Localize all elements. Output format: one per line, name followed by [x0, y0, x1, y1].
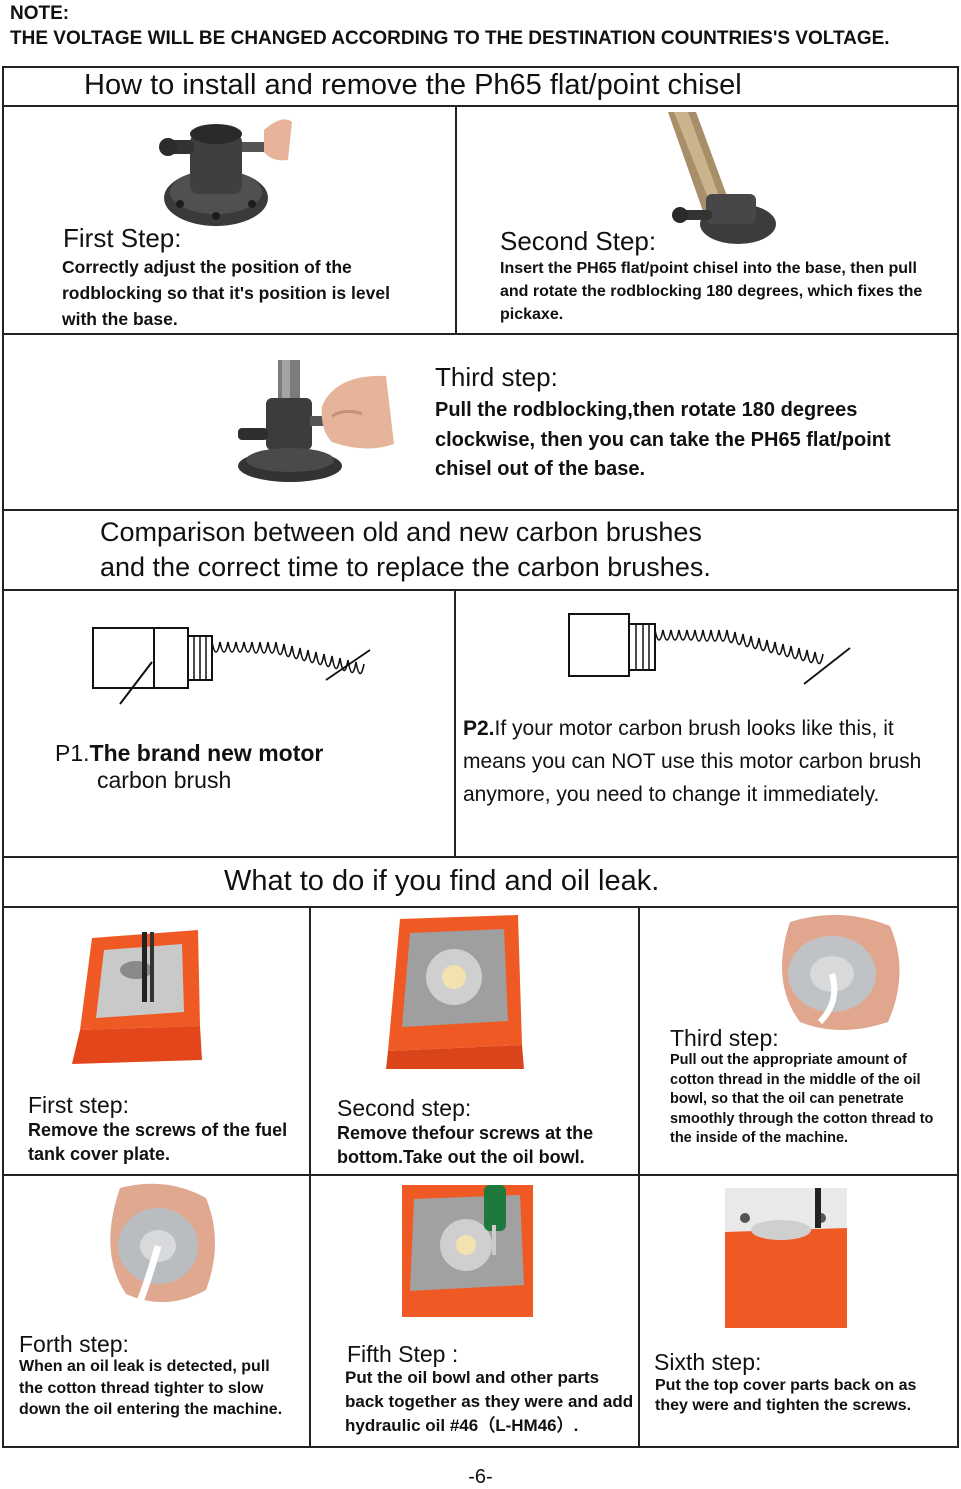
oil-heading: What to do if you find and oil leak. [224, 865, 660, 897]
brushes-heading-line2: and the correct time to replace the carb… [100, 552, 711, 582]
oil-step1-photo [72, 930, 202, 1064]
p2-text: If your motor carbon brush looks like th… [463, 717, 922, 806]
oil-step1-title: First step: [28, 1092, 129, 1118]
oil-step6-text: Put the top cover parts back on as they … [655, 1377, 917, 1414]
new-carbon-brush-drawing [92, 627, 371, 705]
oil-step6-photo [725, 1188, 847, 1328]
chisel-removal-photo-step3 [238, 360, 394, 482]
p1-text1: The brand new motor [89, 740, 324, 766]
note-label: NOTE: [10, 3, 70, 24]
oil-step2-photo [386, 915, 524, 1069]
oil-step4-photo [110, 1183, 215, 1314]
oil-step5-title: Fifth Step : [347, 1341, 459, 1367]
page-number: -6- [468, 1466, 493, 1488]
chisel-step1-text: Correctly adjust the position of the rod… [62, 257, 390, 329]
p1-text2: carbon brush [97, 767, 232, 793]
oil-step2-title: Second step: [337, 1095, 472, 1121]
oil-step3-text: Pull out the appropriate amount of cotto… [670, 1052, 934, 1146]
oil-step6-title: Sixth step: [654, 1349, 762, 1375]
chisel-step1-title: First Step: [63, 223, 182, 253]
oil-step4-title: Forth step: [19, 1331, 129, 1357]
chisel-base-photo-step1 [159, 119, 292, 226]
oil-step1-text: Remove the screws of the fuel tank cover… [28, 1120, 288, 1164]
worn-carbon-brush-drawing [568, 613, 851, 685]
p1-label: P1. [55, 740, 90, 766]
p1-line1: P1.The brand new motor [55, 739, 323, 767]
oil-step5-photo [402, 1185, 533, 1317]
oil-step3-title: Third step: [670, 1025, 779, 1051]
brushes-heading-line1: Comparison between old and new carbon br… [100, 517, 702, 547]
oil-step2-text: Remove thefour screws at the bottom.Take… [337, 1123, 594, 1167]
chisel-step2-title: Second Step: [500, 226, 657, 256]
note-text: THE VOLTAGE WILL BE CHANGED ACCORDING TO… [10, 28, 890, 49]
p2-block: P2.If your motor carbon brush looks like… [463, 712, 951, 811]
p2-label: P2. [463, 717, 495, 740]
oil-step3-photo [782, 914, 900, 1030]
chisel-heading: How to install and remove the Ph65 flat/… [84, 69, 742, 101]
chisel-inserted-photo-step2 [668, 112, 776, 244]
chisel-step3-text: Pull the rodblocking,then rotate 180 deg… [435, 399, 891, 480]
chisel-step2-text: Insert the PH65 flat/point chisel into t… [500, 260, 923, 323]
oil-step4-text: When an oil leak is detected, pull the c… [19, 1358, 283, 1418]
chisel-step3-title: Third step: [435, 362, 558, 392]
oil-step5-text: Put the oil bowl and other parts back to… [345, 1368, 634, 1435]
